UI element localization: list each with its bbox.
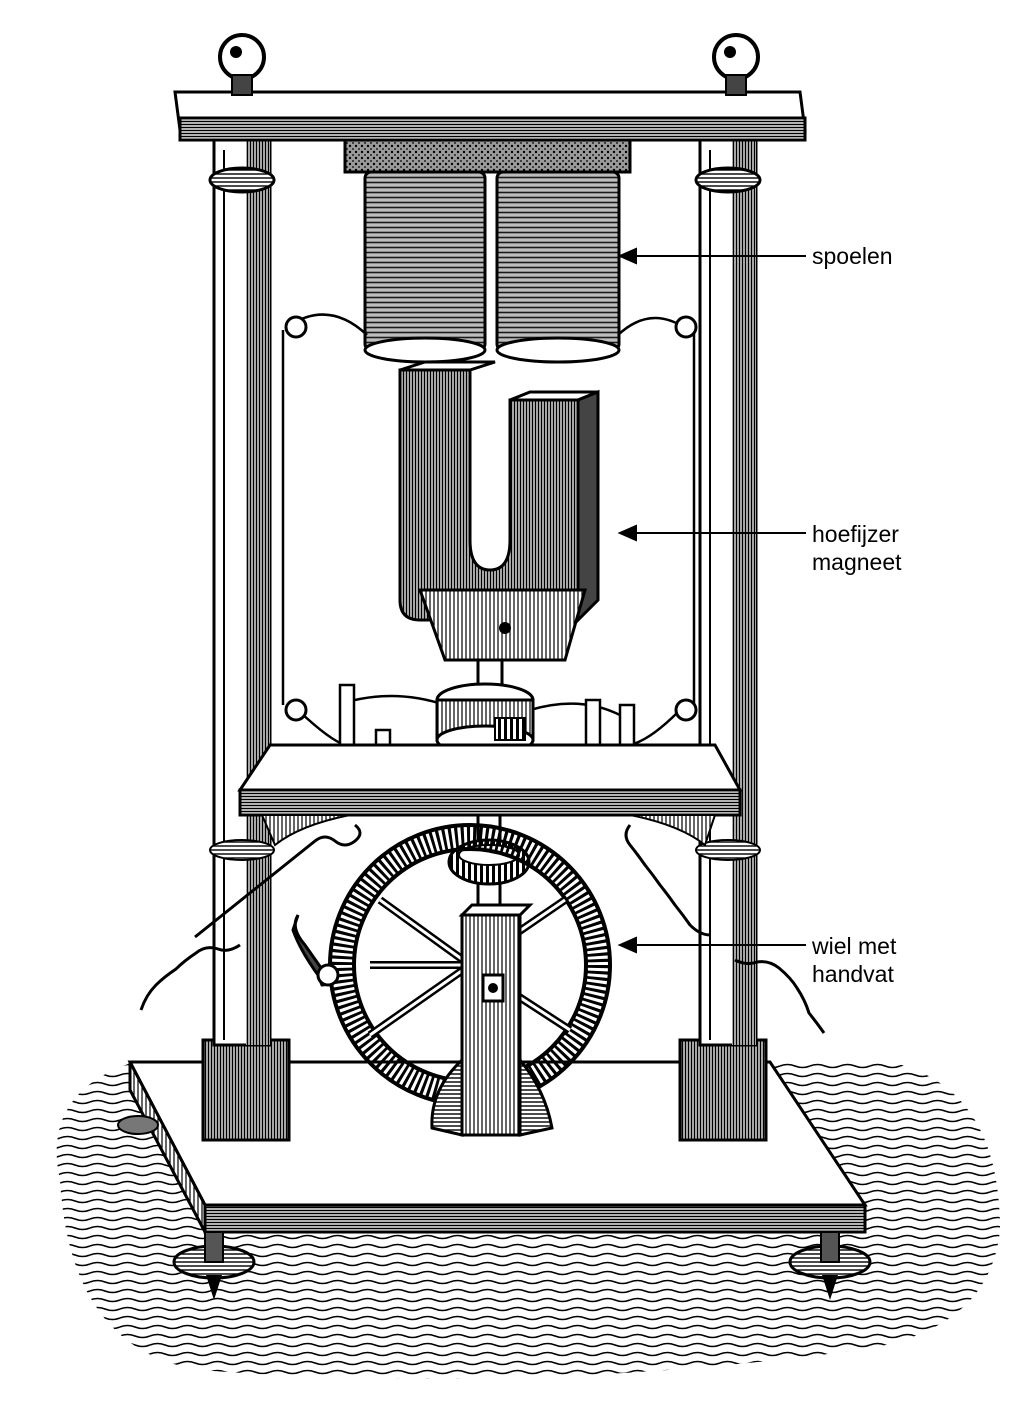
right-column (694, 128, 762, 1047)
leader-lines (617, 247, 806, 954)
top-knobs (218, 33, 760, 96)
horseshoe-magnet-label: hoefijzer magneet (812, 520, 902, 576)
horseshoe-magnet (398, 360, 600, 692)
horseshoe-magnet-label-line1: hoefijzer (812, 521, 899, 547)
coils (363, 170, 621, 364)
binding-posts (284, 315, 698, 722)
coils-label: spoelen (812, 242, 893, 270)
horseshoe-magnet-label-line2: magneet (812, 549, 902, 575)
wheel-label: wiel met handvat (812, 932, 896, 988)
wheel-label-line2: handvat (812, 961, 894, 987)
wheel-label-line1: wiel met (812, 933, 897, 959)
commutator (435, 682, 535, 775)
left-column (208, 128, 276, 1047)
spiral-springs (139, 823, 826, 1034)
column-bases (201, 1038, 768, 1142)
coils-label-text: spoelen (812, 243, 893, 269)
crank-handle (291, 914, 340, 987)
wheel-stand (430, 903, 554, 1137)
top-board (173, 90, 807, 174)
middle-platform (237, 743, 743, 847)
